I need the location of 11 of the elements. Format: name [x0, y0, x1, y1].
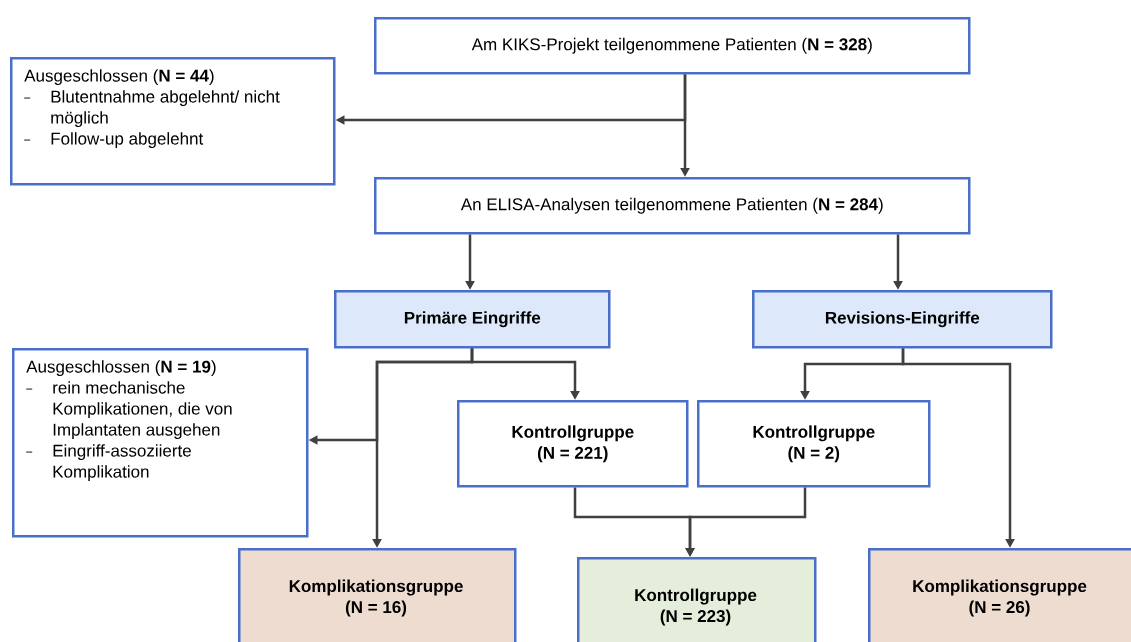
process-box: An ELISA-Analysen teilgenommene Patienten (N = 284): [374, 177, 971, 235]
category-box: Primäre Eingriffe: [334, 290, 611, 349]
group-box: Komplikationsgruppe (N = 26): [868, 548, 1131, 642]
process-box: Am KIKS-Projekt teilgenommene Patienten (N = 328): [374, 17, 971, 75]
category-box: Revisions-Eingriffe: [752, 290, 1053, 349]
group-box: Komplikationsgruppe (N = 16): [238, 548, 517, 642]
group-box: Kontrollgruppe (N = 2): [697, 400, 931, 488]
exclusion-box: Ausgeschlossen (N = 44) Blutentnahme abgelehnt/ nicht möglich Follow-up abgelehnt: [10, 57, 336, 186]
group-box: Kontrollgruppe (N = 223): [577, 557, 817, 642]
group-box: Kontrollgruppe (N = 221): [457, 400, 689, 488]
exclusion-box: Ausgeschlossen (N = 19) rein mechanische Komplikationen, die von Implantaten ausgehen Eingriff-assoziierte Komplikation: [12, 348, 309, 538]
